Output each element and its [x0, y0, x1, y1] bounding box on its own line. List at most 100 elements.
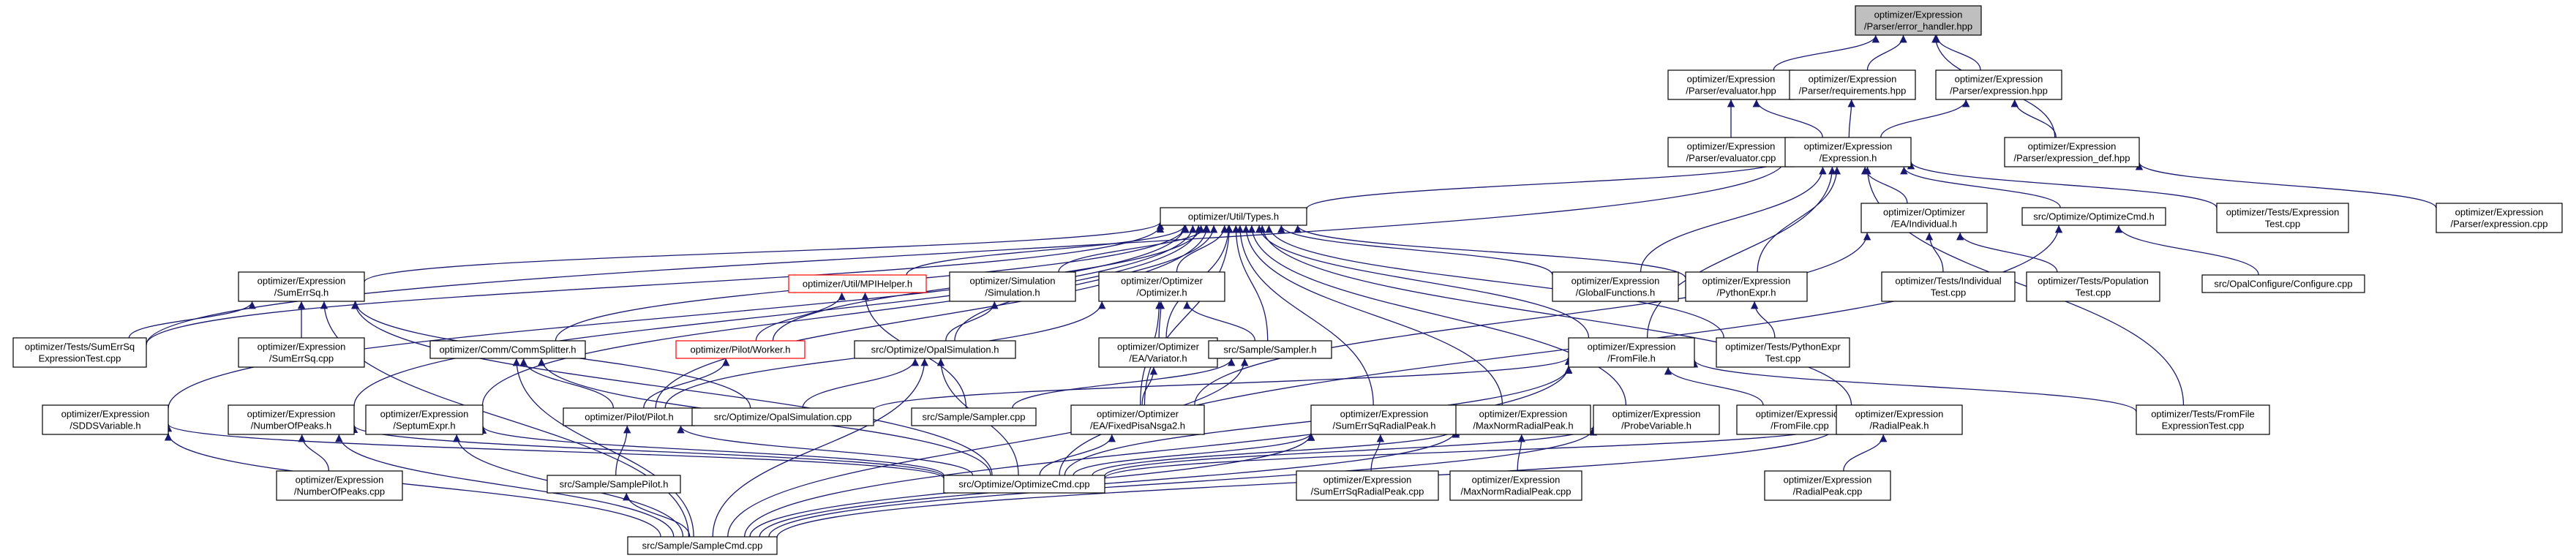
edge-fromfile_cpp-to-fromfile_h — [1664, 366, 1764, 406]
node-globalfunctions[interactable]: optimizer/Expression/GlobalFunctions.h — [1552, 271, 1679, 302]
node-label: Test.cpp — [1765, 353, 1800, 364]
node-box — [949, 271, 1076, 302]
node-samplecmd_cpp[interactable]: src/Sample/SampleCmd.cpp — [627, 536, 778, 555]
node-probevariable_h[interactable]: optimizer/Expression/ProbeVariable.h — [1593, 404, 1720, 435]
node-box — [911, 407, 1037, 426]
node-sddsvariable_h[interactable]: optimizer/Expression/SDDSVariable.h — [42, 404, 169, 435]
node-fromfile_test[interactable]: optimizer/Tests/FromFileExpressionTest.c… — [2136, 404, 2270, 435]
node-numberofpeaks_cpp[interactable]: optimizer/Expression/NumberOfPeaks.cpp — [276, 470, 403, 501]
node-label: optimizer/Tests/Population — [2038, 276, 2149, 287]
node-label: /Parser/expression_def.hpp — [2014, 153, 2130, 164]
edge-fromfile_h-to-types_h — [1255, 225, 1590, 339]
node-fromfile_h[interactable]: optimizer/Expression/FromFile.h — [1568, 337, 1695, 368]
node-label: Test.cpp — [2265, 219, 2300, 230]
node-expression_def[interactable]: optimizer/Expression/Parser/expression_d… — [2004, 137, 2140, 167]
node-worker_h[interactable]: optimizer/Pilot/Worker.h — [675, 340, 806, 359]
node-box — [228, 404, 355, 435]
node-label: optimizer/Expression — [1809, 74, 1897, 85]
node-numberofpeaks_h[interactable]: optimizer/Expression/NumberOfPeaks.h — [228, 404, 355, 435]
node-label: optimizer/Expression — [1323, 475, 1412, 486]
node-sumerrsq_h[interactable]: optimizer/Expression/SumErrSq.h — [238, 271, 365, 302]
node-configure_cpp[interactable]: src/OpalConfigure/Configure.cpp — [2201, 274, 2365, 293]
node-pilot_h[interactable]: optimizer/Pilot/Pilot.h — [563, 407, 696, 426]
edge-samplecmd_cpp-to-fromfile_h — [744, 365, 1573, 538]
node-pythonexpr_h[interactable]: optimizer/Expression/PythonExpr.h — [1685, 271, 1808, 302]
edge-expression_h-to-requirements — [1847, 99, 1855, 138]
node-label: Test.cpp — [2076, 287, 2111, 298]
node-opalsimulation_h[interactable]: src/Optimize/OpalSimulation.h — [854, 340, 1016, 359]
node-expression_h[interactable]: optimizer/Expression/Expression.h — [1784, 137, 1912, 167]
node-requirements[interactable]: optimizer/Expression/Parser/requirements… — [1789, 69, 1916, 100]
node-opalsimulation_cpp[interactable]: src/Optimize/OpalSimulation.cpp — [691, 407, 874, 426]
node-box — [2216, 203, 2349, 233]
edge-population_test-to-individual_h — [1956, 232, 2058, 273]
edge-sampler_h-to-optimizer_h — [1183, 301, 1255, 342]
edge-sddsvariable_h-to-types_h — [168, 225, 1189, 409]
node-expression_hpp[interactable]: optimizer/Expression/Parser/expression.h… — [1935, 69, 2062, 100]
node-label: /Optimizer.h — [1136, 287, 1187, 298]
node-septumexpr_h[interactable]: optimizer/Expression/SeptumExpr.h — [365, 404, 484, 435]
node-sumerrsqradialpeak_cpp[interactable]: optimizer/Expression/SumErrSqRadialPeak.… — [1296, 470, 1439, 501]
node-label: optimizer/Util/Types.h — [1188, 211, 1279, 222]
node-label: /NumberOfPeaks.h — [251, 421, 332, 431]
node-types_h[interactable]: optimizer/Util/Types.h — [1160, 207, 1307, 226]
edge-sumerrsq_h-to-types_h — [364, 222, 1164, 283]
node-evaluator_hpp[interactable]: optimizer/Expression/Parser/evaluator.hp… — [1667, 69, 1795, 100]
node-label: /SumErrSq.h — [274, 287, 328, 298]
node-label: /NumberOfPeaks.cpp — [294, 486, 385, 497]
edge-samplecmd_cpp-to-opalsimulation_h — [712, 358, 928, 538]
node-label: /FromFile.h — [1607, 353, 1656, 364]
node-box — [1860, 203, 1988, 233]
node-box — [627, 536, 778, 555]
node-optimizer_h[interactable]: optimizer/Optimizer/Optimizer.h — [1098, 271, 1225, 302]
node-box — [1296, 470, 1439, 501]
node-label: optimizer/Optimizer — [1121, 276, 1203, 287]
node-error_handler[interactable]: optimizer/Expression/Parser/error_handle… — [1855, 5, 1982, 36]
node-maxnormradialpeak_h[interactable]: optimizer/Expression/MaxNormRadialPeak.h — [1455, 404, 1591, 435]
node-expr_test[interactable]: optimizer/Tests/ExpressionTest.cpp — [2216, 203, 2349, 233]
node-box — [1855, 5, 1982, 36]
node-sumerrsqradialpeak_h[interactable]: optimizer/Expression/SumErrSqRadialPeak.… — [1310, 404, 1458, 435]
node-sampler_h[interactable]: src/Sample/Sampler.h — [1208, 340, 1332, 359]
node-sumerrsq_test[interactable]: optimizer/Tests/SumErrSqExpressionTest.c… — [12, 337, 147, 368]
edge-worker_h-to-mpihelper_h — [755, 292, 846, 342]
node-box — [238, 337, 365, 368]
node-maxnormradialpeak_cpp[interactable]: optimizer/Expression/MaxNormRadialPeak.c… — [1449, 470, 1582, 501]
node-expression_cpp[interactable]: optimizer/Expression/Parser/expression.c… — [2436, 203, 2563, 233]
node-label: /EA/FixedPisaNsga2.h — [1090, 421, 1185, 431]
node-box — [1070, 404, 1205, 435]
node-box — [788, 274, 927, 293]
node-optimizecmd_h[interactable]: src/Optimize/OptimizeCmd.h — [2021, 207, 2166, 226]
node-commsplitter_h[interactable]: optimizer/Comm/CommSplitter.h — [429, 340, 586, 359]
edge-individual_h-to-expression_h — [1860, 166, 1908, 204]
node-radialpeak_h[interactable]: optimizer/Expression/RadialPeak.h — [1836, 404, 1963, 435]
node-label: optimizer/Expression — [1702, 276, 1791, 287]
node-label: optimizer/Optimizer — [1097, 409, 1179, 420]
node-label: src/Optimize/OpalSimulation.h — [871, 344, 999, 355]
node-box — [1552, 271, 1679, 302]
node-fixedpisanga2_h[interactable]: optimizer/Optimizer/EA/FixedPisaNsga2.h — [1070, 404, 1205, 435]
node-mpihelper_h[interactable]: optimizer/Util/MPIHelper.h — [788, 274, 927, 293]
edge-optimizecmd_cpp-to-maxnormradialpeak_h — [1092, 428, 1460, 476]
node-optimizecmd_cpp[interactable]: src/Optimize/OptimizeCmd.cpp — [943, 475, 1105, 494]
node-box — [1160, 207, 1307, 226]
node-radialpeak_cpp[interactable]: optimizer/Expression/RadialPeak.cpp — [1764, 470, 1891, 501]
node-individual_h[interactable]: optimizer/Optimizer/EA/Individual.h — [1860, 203, 1988, 233]
node-samplepilot_h[interactable]: src/Sample/SamplePilot.h — [547, 475, 681, 494]
node-sumerrsq_cpp[interactable]: optimizer/Expression/SumErrSq.cpp — [238, 337, 365, 368]
node-label: /EA/Variator.h — [1129, 353, 1187, 364]
edge-globalfunctions-to-types_h — [1277, 225, 1553, 276]
edge-expression_h-to-evaluator_hpp — [1752, 99, 1823, 138]
node-sampler_cpp[interactable]: src/Sample/Sampler.cpp — [911, 407, 1037, 426]
node-box — [276, 470, 403, 501]
node-label: /FromFile.cpp — [1770, 421, 1828, 431]
node-label: optimizer/Expression — [296, 475, 384, 486]
node-evaluator_cpp[interactable]: optimizer/Expression/Parser/evaluator.cp… — [1667, 137, 1795, 167]
node-variator_h[interactable]: optimizer/Optimizer/EA/Variator.h — [1098, 337, 1218, 368]
node-label: src/Optimize/OptimizeCmd.cpp — [958, 479, 1089, 490]
node-simulation_h[interactable]: optimizer/Simulation/Simulation.h — [949, 271, 1076, 302]
